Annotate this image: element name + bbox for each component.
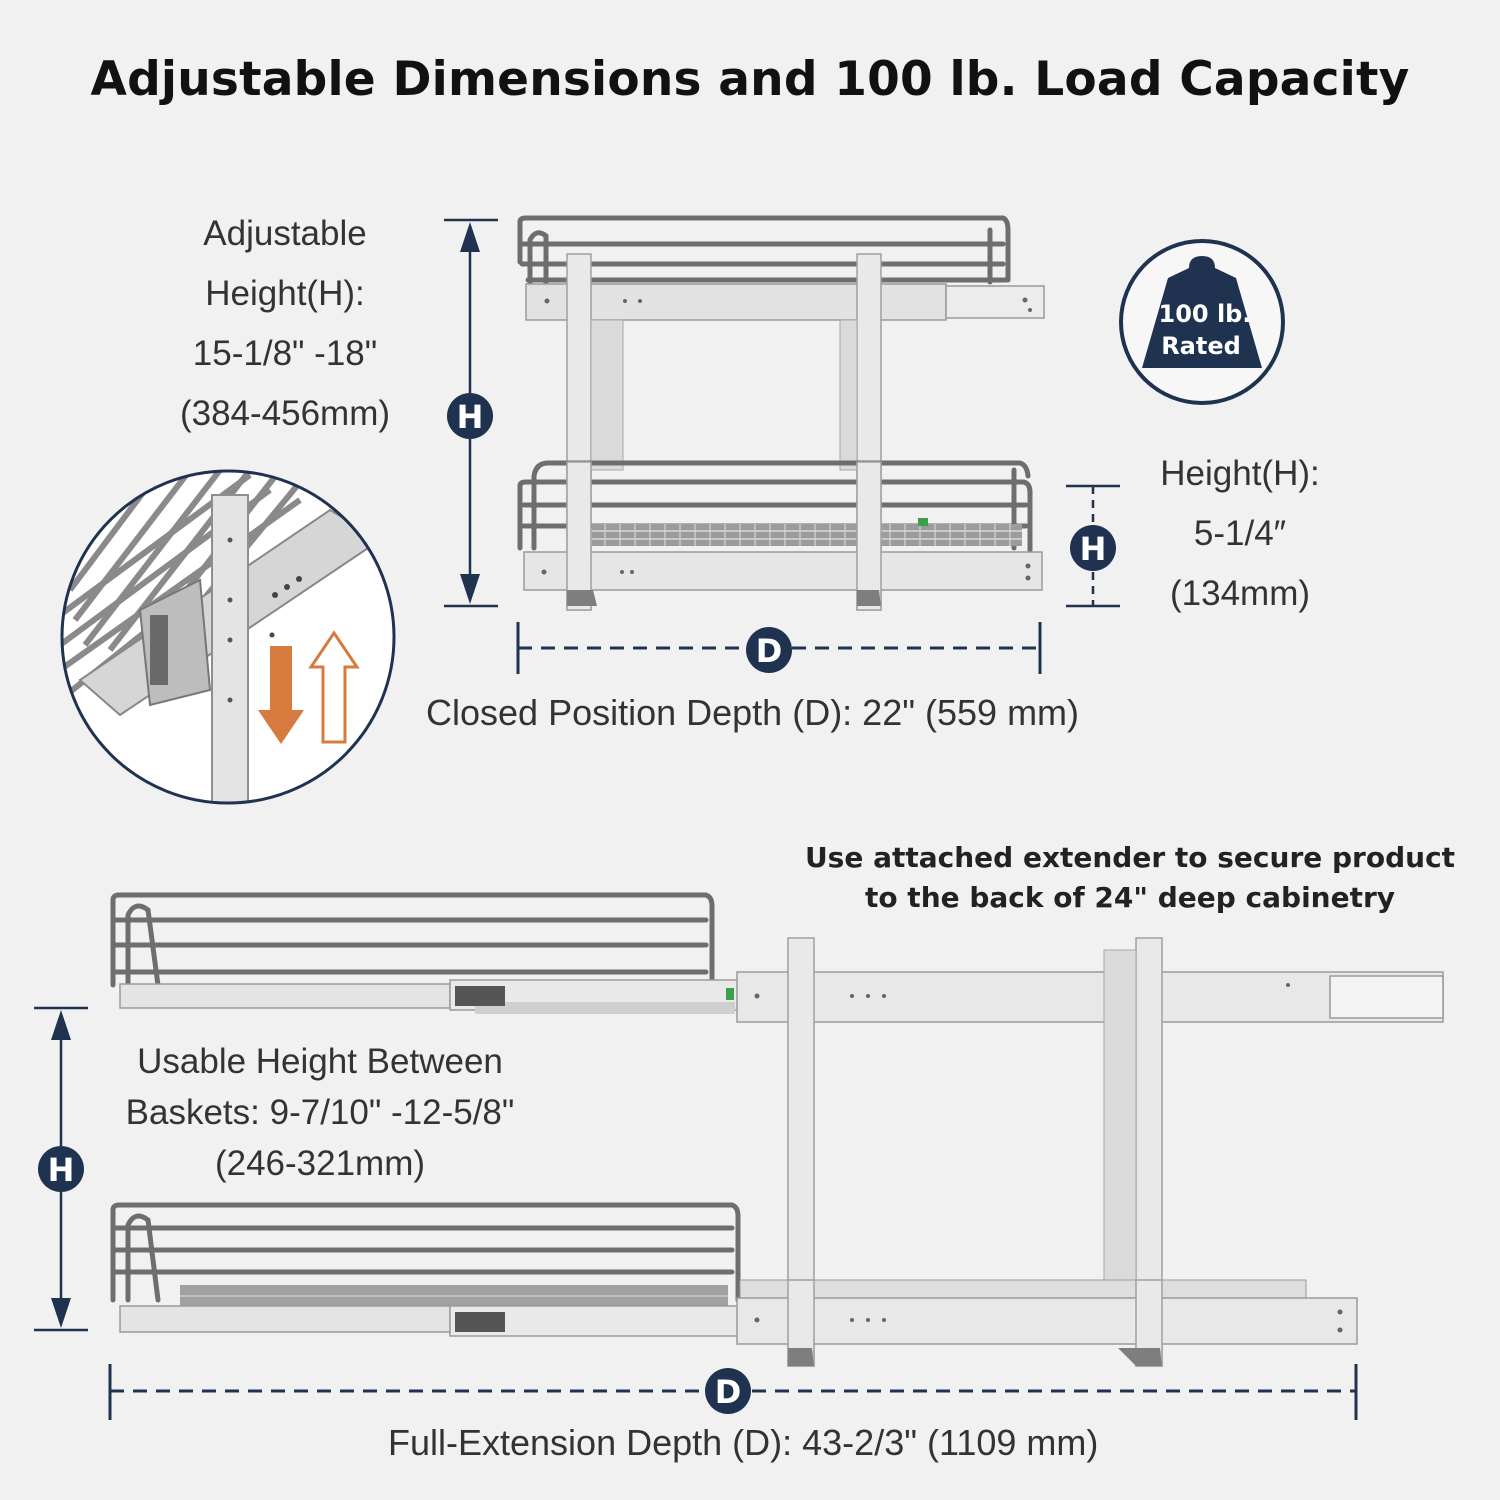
usable-height-line: (246-321mm)	[214, 1144, 426, 1183]
usable-height-line: Usable Height Between	[137, 1042, 503, 1081]
slide-detail-inset	[60, 469, 396, 805]
height-marker-top: H	[447, 393, 493, 439]
usable-height-label: Usable Height Between Baskets: 9-7/10" -…	[95, 1036, 545, 1189]
closed-depth-label: Closed Position Depth (D): 22" (559 mm)	[426, 692, 1080, 733]
adjustable-height-label: Adjustable Height(H): 15-1/8" -18" (384-…	[140, 204, 430, 444]
extender-note: Use attached extender to secure product …	[800, 838, 1460, 918]
extender-note-line: to the back of 24" deep cabinetry	[864, 881, 1396, 914]
basket-height-dimension	[1066, 484, 1120, 608]
adjustable-height-line: Adjustable	[203, 214, 367, 253]
adjustable-height-line: Height(H):	[205, 274, 365, 313]
extender-note-line: Use attached extender to secure product	[804, 841, 1456, 874]
usable-height-line: Baskets: 9-7/10" -12-5/8"	[125, 1093, 515, 1132]
full-depth-dimension	[108, 1364, 1358, 1420]
badge-line-2: Rated	[1161, 332, 1241, 360]
basket-height-line: (134mm)	[1169, 574, 1311, 613]
closed-organizer-illustration	[517, 215, 1045, 611]
basket-height-label: Height(H): 5-1/4″ (134mm)	[1130, 444, 1350, 624]
adjustable-height-line: 15-1/8" -18"	[192, 334, 378, 373]
usable-height-dimension	[34, 1006, 88, 1332]
height-marker-bottom: H	[38, 1146, 84, 1192]
adjustable-height-dimension	[444, 218, 498, 608]
page-title: Adjustable Dimensions and 100 lb. Load C…	[90, 52, 1410, 107]
load-capacity-badge	[1119, 239, 1285, 405]
height-marker-label: H	[457, 398, 484, 436]
depth-marker-label: D	[756, 632, 783, 670]
basket-height-line: Height(H):	[1160, 454, 1320, 493]
extended-organizer-illustration	[110, 892, 1444, 1367]
height-marker-basket: H	[1070, 525, 1116, 571]
closed-depth-dimension	[516, 622, 1042, 674]
height-marker-label: H	[1080, 530, 1107, 568]
depth-marker-bottom: D	[705, 1368, 751, 1414]
depth-marker-top: D	[746, 627, 792, 673]
depth-marker-label: D	[715, 1373, 742, 1411]
basket-height-line: 5-1/4″	[1193, 514, 1287, 553]
height-marker-label: H	[48, 1151, 75, 1189]
full-depth-label: Full-Extension Depth (D): 43-2/3" (1109 …	[388, 1422, 1099, 1463]
badge-line-1: 100 lb.	[1159, 300, 1252, 328]
adjustable-height-line: (384-456mm)	[179, 394, 391, 433]
